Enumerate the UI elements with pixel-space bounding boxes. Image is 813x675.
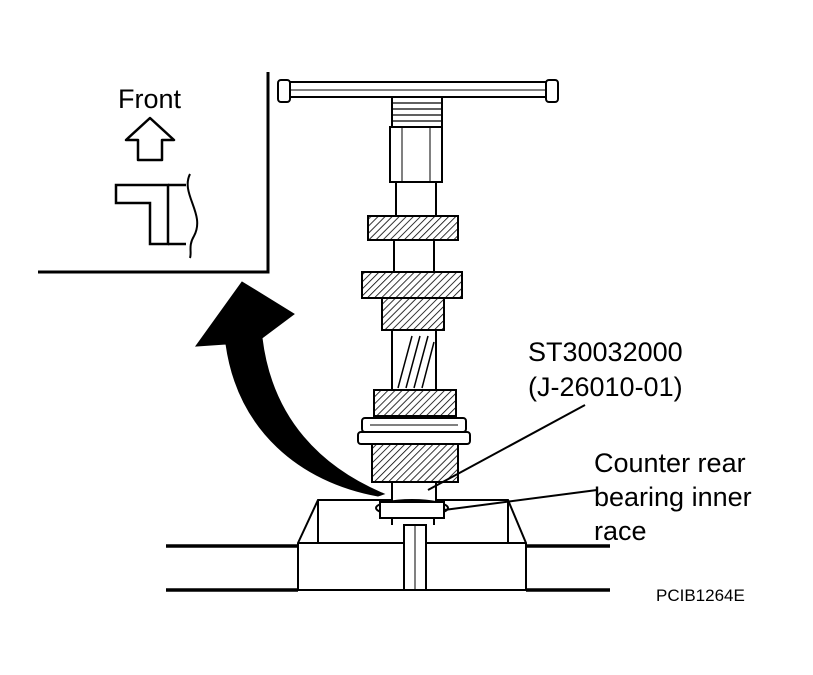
part-label-line1: Counter rear [594, 448, 746, 478]
part-label-line2: bearing inner [594, 482, 752, 512]
rotation-arrow-icon [194, 281, 386, 497]
tool-alt-number-label: (J-26010-01) [528, 372, 683, 402]
tool-number-label: ST30032000 [528, 337, 683, 367]
up-arrow-icon [124, 116, 176, 162]
part-label-line3: race [594, 516, 647, 546]
orientation-inset: Front [38, 72, 270, 274]
leader-lines [427, 404, 598, 511]
press-tool-assembly [277, 79, 559, 525]
front-label: Front [118, 84, 182, 114]
shaft-step-icon [114, 183, 170, 246]
press-base [166, 499, 610, 592]
figure-code: PCIB1264E [656, 586, 745, 605]
